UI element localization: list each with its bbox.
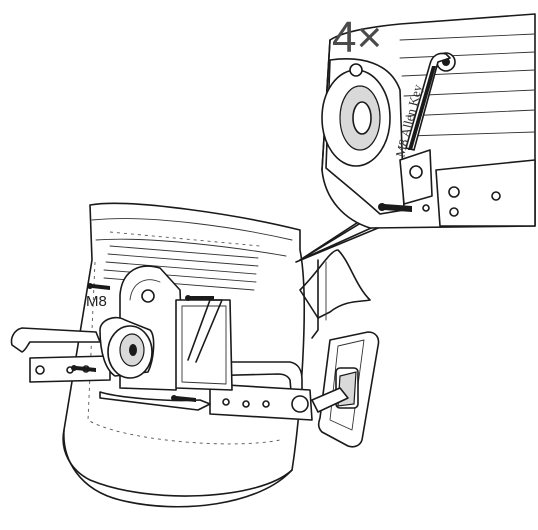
bolt bbox=[71, 365, 96, 372]
back-bracket bbox=[299, 249, 371, 339]
zoom-mechanism bbox=[321, 58, 433, 215]
bolt-size-label: M8 bbox=[86, 293, 107, 310]
detail-callout bbox=[295, 13, 536, 263]
bolt bbox=[171, 395, 196, 402]
zoom-plate bbox=[435, 159, 536, 227]
m8-bolts bbox=[71, 283, 214, 402]
seat-cushion bbox=[62, 202, 305, 508]
back-mount-plate bbox=[317, 331, 380, 448]
bolt bbox=[87, 283, 110, 290]
quantity-label: 4× bbox=[332, 13, 382, 62]
right-armrest-bar bbox=[199, 361, 349, 421]
allen-key bbox=[405, 52, 451, 151]
left-armrest-bar bbox=[10, 327, 111, 383]
tilt-mechanism bbox=[99, 265, 233, 411]
bolt bbox=[185, 295, 214, 301]
